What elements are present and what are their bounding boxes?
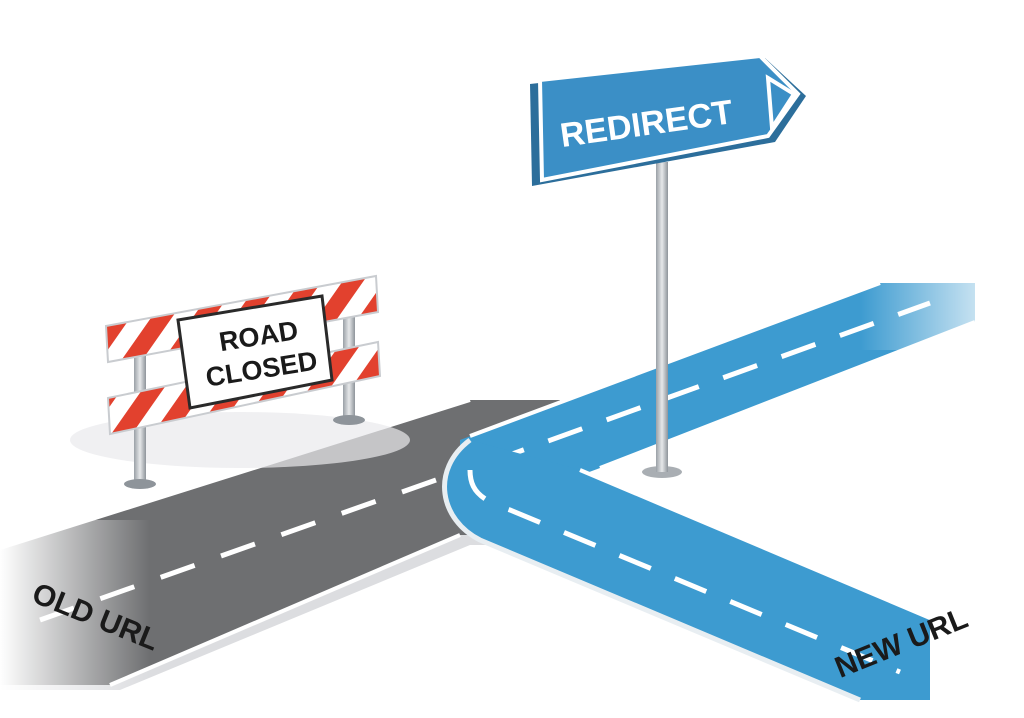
- redirect-sign-board: [537, 53, 801, 183]
- road-closed-barrier: ROAD CLOSED: [70, 274, 410, 489]
- new-road-lower: [442, 438, 931, 703]
- arrow-right-icon: [765, 74, 797, 135]
- fade-left: [0, 520, 150, 718]
- fade-right: [860, 270, 1024, 350]
- redirect-sign: REDIRECT: [530, 53, 806, 478]
- road-closed-panel: [176, 294, 334, 410]
- sign-pole: [656, 162, 668, 472]
